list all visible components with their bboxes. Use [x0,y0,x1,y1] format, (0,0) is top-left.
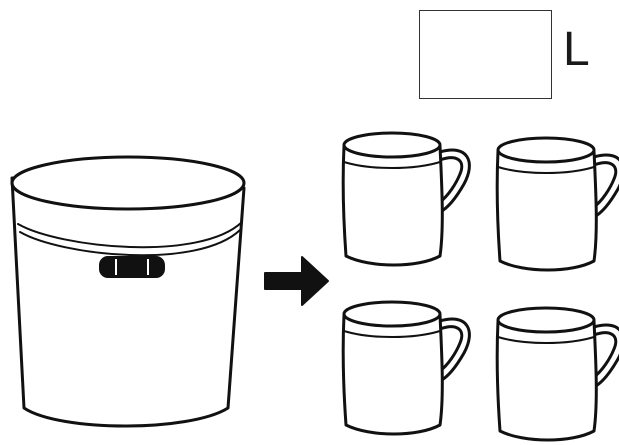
mug-icon [497,308,619,440]
right-arrow-icon [265,257,328,305]
bucket-icon [12,157,244,426]
mug-icon [343,133,469,265]
mug-icon [343,302,469,434]
mug-icon [497,138,619,270]
